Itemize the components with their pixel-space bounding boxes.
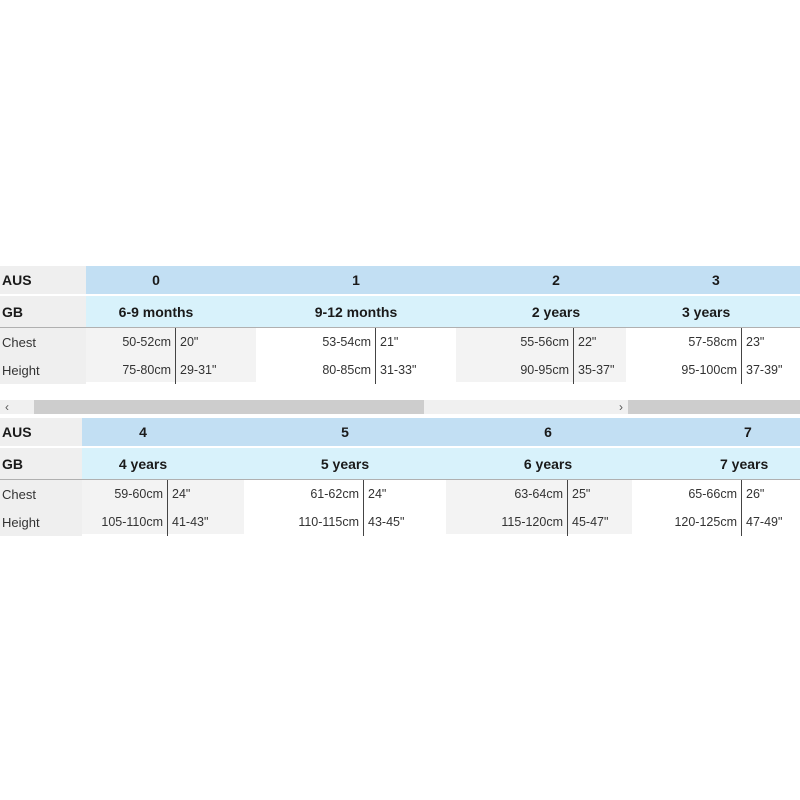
divider [0,479,800,480]
height-cm: 80-85cm [256,356,376,384]
height-cell-2: 90-95cm 35-37" [456,356,634,384]
chest-in: 21" [380,335,399,349]
gb-label: GB [0,296,86,328]
gb-size-1: 9-12 months [226,296,486,328]
height-in: 47-49" [746,515,783,529]
height-cell-3: 95-100cm 37-39" [626,356,800,384]
gb-size-3: 3 years [626,296,800,328]
scroll-track-right[interactable] [628,400,800,414]
chest-cell-6: 63-64cm 25" [446,480,628,508]
chest-in: 26" [746,487,765,501]
height-cm: 75-80cm [86,356,176,384]
chest-in: 23" [746,335,765,349]
chest-cm: 53-54cm [256,328,376,356]
band-col-6 [446,480,632,534]
aus-size-6: 6 [486,418,610,446]
aus-row: 0 1 2 3 [86,266,800,294]
height-cm: 95-100cm [626,356,742,384]
aus-row: 4 5 6 7 [82,418,800,446]
height-cm: 105-110cm [82,508,168,536]
scroll-thumb[interactable] [34,400,424,414]
chest-cm: 55-56cm [456,328,574,356]
size-table-bottom: AUS 4 5 6 7 GB 4 years 5 years 6 years 7… [0,418,800,536]
chest-label: Chest [0,480,82,508]
divider [0,327,800,328]
chest-cm: 59-60cm [82,480,168,508]
gb-size-7: 7 years [610,448,800,480]
scroll-left-icon[interactable]: ‹ [5,400,9,414]
height-cell-0: 75-80cm 29-31" [86,356,236,384]
height-cell-4: 105-110cm 41-43" [82,508,228,536]
aus-size-2: 2 [486,266,626,294]
chest-cm: 63-64cm [446,480,568,508]
aus-size-0: 0 [86,266,226,294]
scroll-right-icon[interactable]: › [619,400,623,414]
chest-cm: 61-62cm [244,480,364,508]
gb-row: 6-9 months 9-12 months 2 years 3 years [86,296,800,328]
chest-cell-3: 57-58cm 23" [626,328,800,356]
height-in: 35-37" [578,363,615,377]
horizontal-scrollbar[interactable]: ‹ › [0,400,800,414]
height-cm: 110-115cm [244,508,364,536]
gb-size-2: 2 years [486,296,626,328]
chest-in: 24" [172,487,191,501]
chest-cell-1: 53-54cm 21" [256,328,436,356]
chest-cm: 57-58cm [626,328,742,356]
height-in: 31-33" [380,363,417,377]
band-col-0 [86,328,256,382]
aus-label: AUS [0,418,82,446]
chest-in: 22" [578,335,597,349]
chest-cell-0: 50-52cm 20" [86,328,236,356]
height-cm: 90-95cm [456,356,574,384]
aus-size-5: 5 [204,418,486,446]
height-in: 43-45" [368,515,405,529]
aus-size-4: 4 [82,418,204,446]
chest-in: 20" [180,335,199,349]
height-in: 41-43" [172,515,209,529]
height-in: 45-47" [572,515,609,529]
gb-size-4: 4 years [82,448,204,480]
chest-in: 25" [572,487,591,501]
gb-size-5: 5 years [204,448,486,480]
gb-size-0: 6-9 months [86,296,226,328]
chest-cm: 50-52cm [86,328,176,356]
height-in: 29-31" [180,363,217,377]
aus-size-7: 7 [610,418,800,446]
aus-label: AUS [0,266,86,294]
height-cm: 120-125cm [626,508,742,536]
size-table-top: AUS 0 1 2 3 GB 6-9 months 9-12 months 2 … [0,266,800,384]
chest-cm: 65-66cm [626,480,742,508]
height-cell-1: 80-85cm 31-33" [256,356,436,384]
chest-cell-7: 65-66cm 26" [626,480,800,508]
gb-label: GB [0,448,82,480]
height-cell-6: 115-120cm 45-47" [446,508,628,536]
height-cm: 115-120cm [446,508,568,536]
height-cell-7: 120-125cm 47-49" [626,508,800,536]
gb-row: 4 years 5 years 6 years 7 years [82,448,800,480]
height-in: 37-39" [746,363,783,377]
band-col-2 [456,328,626,382]
chest-cell-4: 59-60cm 24" [82,480,228,508]
aus-size-1: 1 [226,266,486,294]
aus-size-3: 3 [626,266,800,294]
height-cell-5: 110-115cm 43-45" [244,508,424,536]
chest-label: Chest [0,328,86,356]
height-label: Height [0,356,86,384]
height-label: Height [0,508,82,536]
band-col-4 [82,480,244,534]
chest-cell-5: 61-62cm 24" [244,480,424,508]
gb-size-6: 6 years [486,448,610,480]
chest-in: 24" [368,487,387,501]
chest-cell-2: 55-56cm 22" [456,328,634,356]
